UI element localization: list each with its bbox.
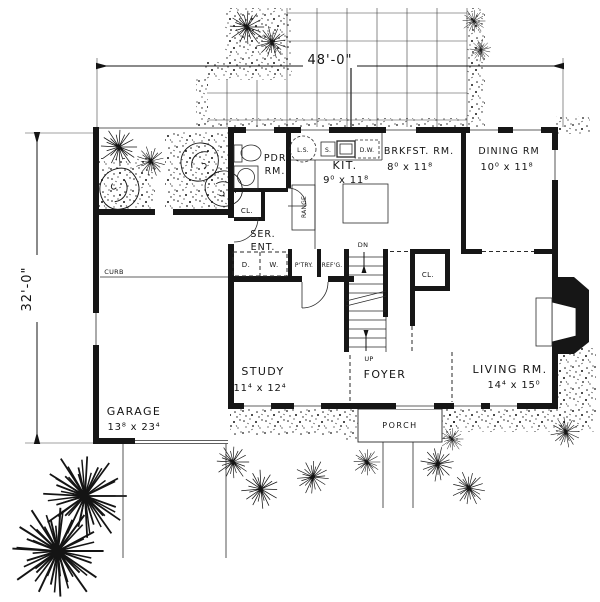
room-label-service-entry-1: SER. bbox=[250, 229, 275, 240]
room-size-garage: 13⁸ x 23⁴ bbox=[108, 422, 161, 433]
dishwasher-label: D.W. bbox=[360, 147, 374, 154]
dashed-lines bbox=[232, 251, 534, 402]
dimension-depth: 32'-0" bbox=[20, 132, 93, 444]
shrub-icon bbox=[414, 441, 461, 488]
dishwasher-icon bbox=[354, 139, 380, 159]
room-label-breakfast: BRKFST. RM. bbox=[384, 146, 454, 157]
hearth bbox=[535, 297, 553, 347]
trees bbox=[3, 450, 132, 602]
toilet-icon bbox=[240, 144, 262, 162]
washer-label: W. bbox=[269, 261, 278, 269]
shrub-icon bbox=[449, 469, 488, 508]
shrub-icon bbox=[290, 455, 335, 500]
kitchen-table bbox=[342, 183, 389, 224]
shrub-icon bbox=[235, 464, 286, 515]
stairs bbox=[345, 252, 387, 352]
powder-room-fixtures bbox=[233, 144, 262, 190]
service-door-opening bbox=[228, 218, 234, 244]
room-label-service-entry-2: ENT. bbox=[251, 242, 276, 253]
vanity bbox=[233, 165, 259, 190]
lavatory-icon bbox=[237, 168, 255, 186]
windows bbox=[93, 127, 558, 409]
site-lines bbox=[96, 127, 414, 558]
room-label-kitchen: KIT. bbox=[333, 159, 358, 172]
room-label-dining: DINING RM bbox=[478, 146, 539, 157]
fireplace bbox=[535, 297, 577, 347]
range-icon bbox=[291, 184, 316, 231]
stairs-up-label: UP bbox=[364, 355, 373, 363]
room-label-garage: GARAGE bbox=[107, 405, 161, 418]
dryer-label: D. bbox=[242, 261, 250, 269]
planting-beds bbox=[97, 8, 596, 441]
dimension-width: 48'-0" bbox=[96, 53, 564, 127]
room-size-kitchen: 9⁰ x 11⁸ bbox=[323, 175, 369, 186]
toilet-tank bbox=[233, 144, 243, 163]
lazy-susan-icon bbox=[289, 135, 317, 163]
kitchen-fixtures bbox=[289, 133, 389, 249]
overall-width-dimension: 48'-0" bbox=[307, 53, 352, 68]
overall-depth-dimension: 32'-0" bbox=[20, 266, 35, 311]
room-size-dining: 10⁰ x 11⁸ bbox=[481, 162, 534, 173]
stairs-down-label: DN bbox=[358, 241, 368, 249]
room-size-study: 11⁴ x 12⁴ bbox=[234, 383, 287, 394]
lazy-susan-label: L.S. bbox=[297, 147, 309, 154]
fixture-labels: CL. CL. D. W. P'TRY. REF'G. L.S. S. D.W.… bbox=[104, 147, 434, 363]
room-label-powder-1: PDR. bbox=[264, 153, 290, 164]
room-label-living: LIVING RM. bbox=[472, 363, 547, 376]
room-label-porch: PORCH bbox=[382, 421, 417, 430]
sink-basin bbox=[320, 141, 336, 157]
room-label-powder-2: RM. bbox=[265, 166, 286, 177]
porch-slab bbox=[357, 408, 443, 443]
closet-label: CL. bbox=[422, 271, 434, 279]
shrub-icon bbox=[353, 449, 381, 476]
curb-label: CURB bbox=[104, 268, 123, 276]
room-size-breakfast: 8⁰ x 11⁸ bbox=[387, 162, 433, 173]
sink-label: S. bbox=[325, 147, 331, 154]
pantry-label: P'TRY. bbox=[295, 262, 313, 269]
refrigerator-label: REF'G. bbox=[322, 262, 343, 269]
room-label-study: STUDY bbox=[241, 365, 284, 378]
shrub-icon bbox=[216, 446, 250, 479]
firebox bbox=[551, 301, 577, 343]
room-label-foyer: FOYER bbox=[364, 368, 407, 381]
closet-label: CL. bbox=[241, 207, 253, 215]
room-size-living: 14⁴ x 15⁰ bbox=[488, 380, 541, 391]
range-label: RANGE bbox=[301, 196, 308, 218]
door-swings bbox=[233, 187, 329, 309]
room-labels: PDR. RM. KIT. 9⁰ x 11⁸ BRKFST. RM. 8⁰ x … bbox=[107, 146, 547, 433]
